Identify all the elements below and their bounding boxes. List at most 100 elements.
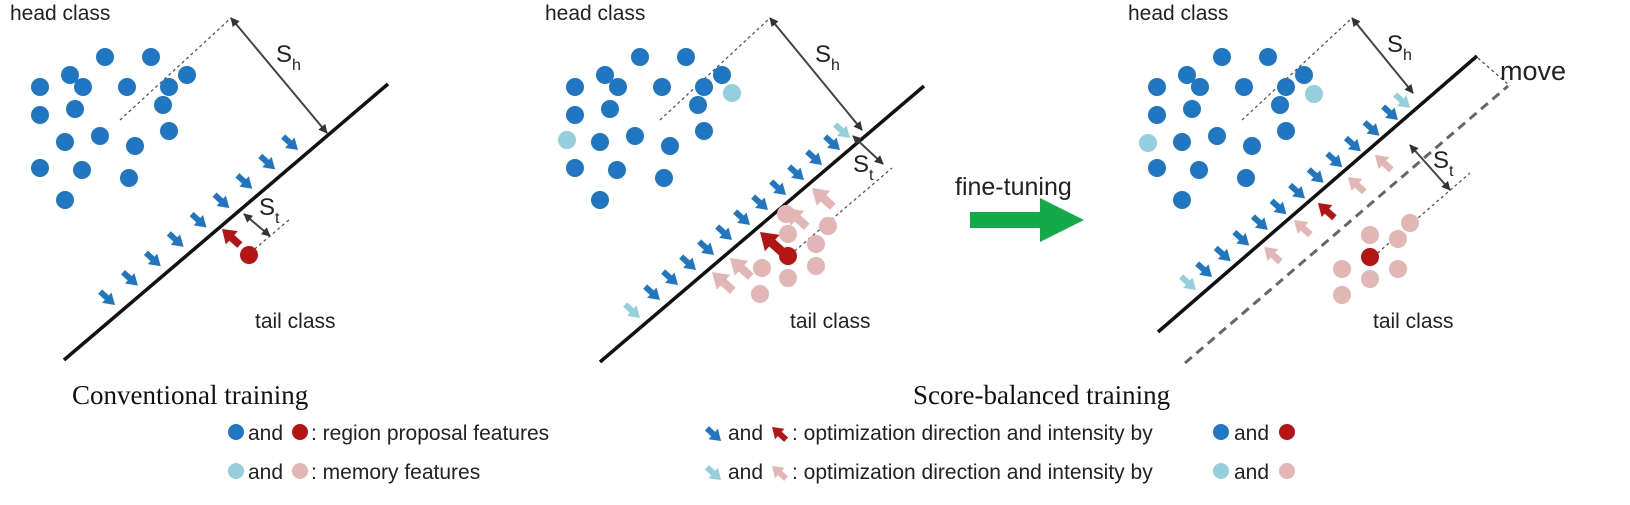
head-optimization-arrow [1213, 245, 1231, 262]
head-optimization-arrow [697, 239, 714, 255]
s-h-dimension [230, 17, 328, 134]
head-feature-point [1148, 106, 1166, 124]
head-optimization-arrow [1306, 167, 1324, 183]
legend-and: and [248, 461, 283, 484]
head-arrow-swatch-icon [704, 426, 721, 441]
tail-memory-point [1361, 270, 1379, 288]
tail-memory-point [779, 269, 797, 287]
tail-memory-optimization-arrow [1294, 220, 1313, 238]
head-optimization-arrow [166, 231, 184, 247]
tail-memory-optimization-arrow [1375, 155, 1394, 173]
s-t-dimension [1409, 144, 1451, 191]
tail-memory-point [1333, 260, 1351, 278]
tail-arrow-swatch-icon [772, 427, 789, 442]
head-feature-point [601, 100, 619, 118]
caption-score-balanced: Score-balanced training [913, 380, 1170, 410]
head-feature-point [626, 127, 644, 145]
head-memory-optimization-arrow [833, 122, 850, 138]
head-feature-swatch [228, 424, 244, 440]
caption-conventional: Conventional training [72, 380, 308, 410]
decision-boundary [1156, 54, 1479, 334]
head-feature-point [566, 106, 584, 124]
head-feature-point [31, 106, 49, 124]
s-t-label: St [259, 194, 280, 227]
tail-memory-optimization-arrow [812, 188, 836, 210]
tail-memory-point [819, 217, 837, 235]
tail-feature-point [779, 247, 797, 265]
head-optimization-arrow [769, 179, 786, 195]
legend-row-optim-region: and : optimization direction and intensi… [704, 422, 1295, 445]
tail-class-label: tail class [790, 310, 871, 333]
tail-memory-point [1361, 226, 1379, 244]
head-feature-point [120, 169, 138, 187]
legend-row-memory: and : memory features [228, 461, 480, 484]
head-feature-point [31, 159, 49, 177]
tail-memory-optimization-arrow [730, 258, 754, 280]
head-memory-optimization-arrow [1179, 274, 1196, 290]
tail-optimization-arrow [760, 232, 786, 256]
tail-memory-arrow-swatch-icon [772, 466, 789, 481]
head-feature-point [1183, 100, 1201, 118]
head-feature-point [74, 78, 92, 96]
head-optimization-arrow [1325, 151, 1343, 168]
head-feature-point [73, 161, 91, 179]
legend-memory-text: : memory features [311, 461, 480, 484]
move-guide [1477, 57, 1511, 87]
head-feature-point [1213, 48, 1231, 66]
move-label: move [1500, 56, 1566, 86]
head-optimization-arrow [1343, 135, 1361, 152]
legend-region-text: : region proposal features [311, 422, 549, 445]
tail-memory-point [1333, 286, 1351, 304]
tail-optimization-arrow [1318, 203, 1337, 221]
s-h-dimension [769, 17, 863, 131]
legend-and: and [1234, 461, 1269, 484]
head-memory-point [558, 131, 576, 149]
tail-memory-point [779, 225, 797, 243]
head-optimization-arrow [805, 149, 822, 165]
head-optimization-arrow [281, 134, 298, 150]
head-feature-point [1178, 66, 1196, 84]
tail-memory-point [1389, 230, 1407, 248]
tail-margin-guide [789, 167, 893, 256]
head-optimization-arrow [1269, 198, 1287, 215]
head-feature-point [695, 78, 713, 96]
head-feature-point [1148, 159, 1166, 177]
head-feature-point [1277, 78, 1295, 96]
head-feature-point [1277, 122, 1295, 140]
tail-optimization-arrow [222, 229, 243, 248]
head-feature-point [653, 78, 671, 96]
head-optimization-arrow [98, 289, 115, 305]
head-feature-point [61, 66, 79, 84]
head-feature-point [1191, 78, 1209, 96]
tail-memory-optimization-arrow [1264, 247, 1283, 265]
head-optimization-arrow [1362, 120, 1380, 136]
panel-score-balanced-before: head class tail class Sh St [545, 2, 926, 364]
head-feature-point [91, 127, 109, 145]
head-optimization-arrow [751, 194, 768, 210]
head-memory-point [723, 84, 741, 102]
tail-memory-optimization-arrow [712, 272, 736, 294]
tail-feature-swatch [1279, 424, 1295, 440]
head-feature-point [655, 169, 673, 187]
s-t-dimension [852, 135, 884, 165]
tail-memory-optimization-arrow [786, 208, 810, 230]
panel-score-balanced-after: head class tail class move Sh St [1128, 2, 1566, 365]
legend-row-region: and : region proposal features [228, 422, 549, 445]
head-feature-point [1190, 161, 1208, 179]
head-optimization-arrow [189, 211, 207, 228]
head-feature-point [31, 78, 49, 96]
head-feature-point [677, 48, 695, 66]
head-memory-optimization-arrow [1393, 92, 1410, 108]
tail-memory-swatch [292, 463, 308, 479]
head-feature-point [689, 96, 707, 114]
head-feature-point [160, 122, 178, 140]
head-feature-point [56, 133, 74, 151]
head-class-label: head class [10, 2, 110, 25]
head-feature-point [713, 66, 731, 84]
legend-and: and [728, 461, 763, 484]
head-feature-point [66, 100, 84, 118]
tail-memory-point [1401, 214, 1419, 232]
tail-memory-point [807, 235, 825, 253]
head-feature-point [178, 66, 196, 84]
